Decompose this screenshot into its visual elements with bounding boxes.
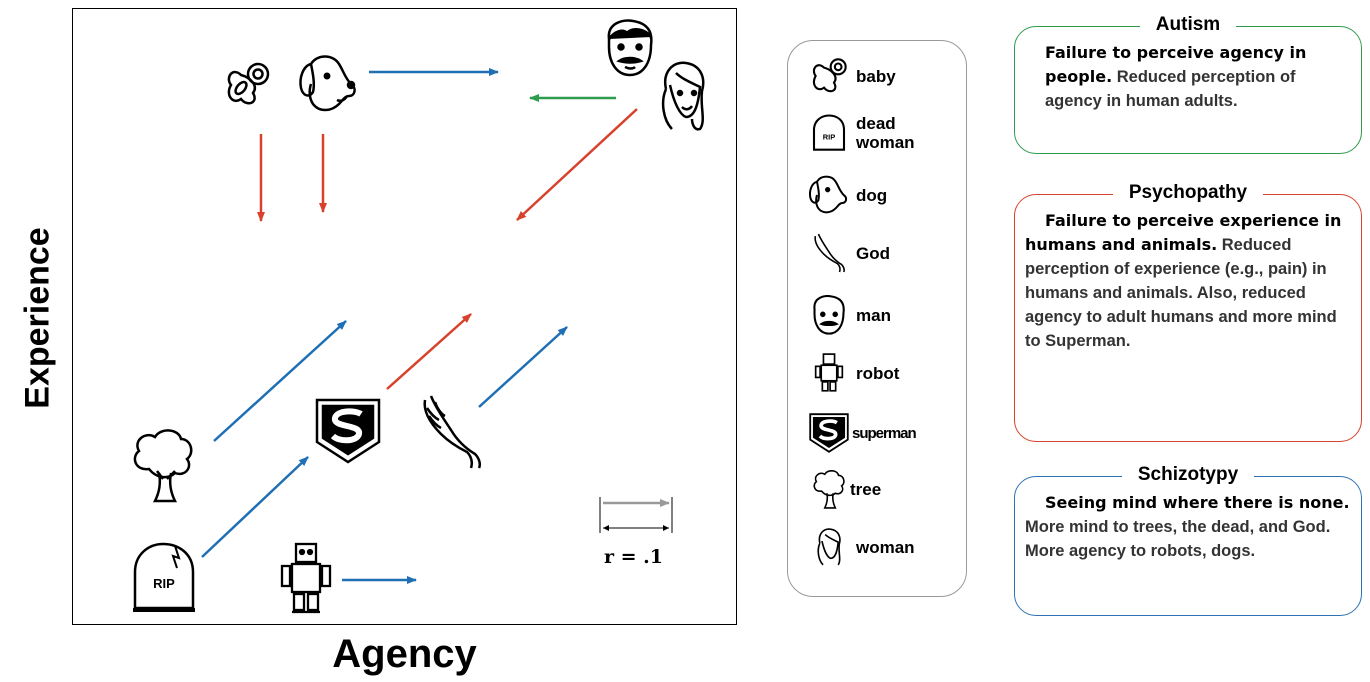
x-axis-label: Agency xyxy=(332,632,477,676)
plot-area: RIP xyxy=(72,8,737,625)
legend-item-woman: woman xyxy=(808,527,958,567)
god-icon xyxy=(423,395,482,469)
arrow-god-mind xyxy=(478,326,568,408)
scale-indicator xyxy=(599,497,673,533)
arrow-dead-mind xyxy=(201,456,309,558)
y-axis-label: Experience xyxy=(18,227,57,409)
autism-lead: Failure to perceive agency in people. xyxy=(1045,43,1307,86)
robot-icon xyxy=(814,353,844,392)
schizotypy-box: Schizotypy Seeing mind where there is no… xyxy=(1014,464,1362,616)
legend-item-robot: robot xyxy=(808,353,958,393)
legend-item-dead-woman: RIP dead woman xyxy=(808,113,958,153)
legend-item-god: God xyxy=(808,233,958,273)
dog-icon xyxy=(299,55,356,112)
psychopathy-lead: Failure to perceive experience in humans… xyxy=(1025,211,1342,254)
legend-label: baby xyxy=(856,66,896,86)
dead-woman-icon: RIP xyxy=(812,114,846,151)
baby-icon xyxy=(812,58,847,93)
dog-icon xyxy=(809,175,848,214)
plot-svg: RIP xyxy=(133,19,705,614)
svg-text:RIP: RIP xyxy=(153,576,175,591)
legend-label: superman xyxy=(852,424,917,442)
legend-label: man xyxy=(856,305,891,325)
superman-icon xyxy=(315,398,381,464)
woman-icon xyxy=(817,528,841,566)
god-icon xyxy=(814,233,845,273)
scale-label: r = .1 xyxy=(604,546,663,568)
arrow-tree-mind xyxy=(213,320,347,442)
arrow-superman-mind xyxy=(386,313,472,390)
schizotypy-text: Seeing mind where there is none. More mi… xyxy=(1025,491,1353,563)
superman-icon xyxy=(809,413,849,453)
tree-icon xyxy=(133,429,193,503)
dead-woman-icon: RIP xyxy=(133,542,195,612)
man-icon xyxy=(813,295,845,335)
legend-item-man: man xyxy=(808,295,958,335)
baby-icon xyxy=(227,62,270,105)
schizotypy-title: Schizotypy xyxy=(1121,464,1255,485)
legend-label: dead woman xyxy=(856,114,915,152)
legend-item-superman: superman xyxy=(808,413,958,453)
psychopathy-box: Psychopathy Failure to perceive experien… xyxy=(1014,182,1362,442)
man-icon xyxy=(607,19,653,77)
autism-title: Autism xyxy=(1139,14,1237,35)
autism-text: Failure to perceive agency in people. Re… xyxy=(1025,41,1353,113)
svg-text:RIP: RIP xyxy=(823,133,836,142)
legend-item-baby: baby xyxy=(808,56,958,96)
legend-label: tree xyxy=(850,479,882,499)
legend-label: God xyxy=(856,243,890,263)
woman-icon xyxy=(661,61,705,131)
schizotypy-lead: Seeing mind where there is none. xyxy=(1045,493,1350,512)
arrow-adults-reduced xyxy=(516,108,638,221)
psychopathy-text: Failure to perceive experience in humans… xyxy=(1025,209,1353,353)
legend-label: woman xyxy=(856,537,915,557)
legend-item-tree: tree xyxy=(808,469,958,509)
legend: baby RIP dead woman dog God man xyxy=(787,40,967,597)
legend-item-dog: dog xyxy=(808,175,958,215)
robot-icon xyxy=(280,542,332,614)
psychopathy-body: Reduced perception of experience (e.g., … xyxy=(1025,236,1337,350)
autism-body: Reduced perception of agency in human ad… xyxy=(1045,68,1296,110)
autism-box: Autism Failure to perceive agency in peo… xyxy=(1014,14,1362,154)
tree-icon xyxy=(813,470,845,509)
schizotypy-body: More mind to trees, the dead, and God. M… xyxy=(1025,518,1331,560)
legend-label: dog xyxy=(856,185,888,205)
legend-label: robot xyxy=(856,363,900,383)
psychopathy-title: Psychopathy xyxy=(1112,182,1264,203)
